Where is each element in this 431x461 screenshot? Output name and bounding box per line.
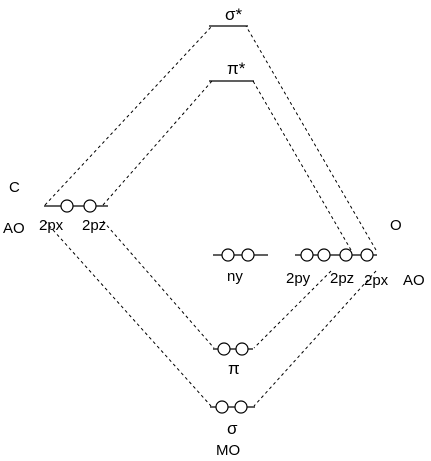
line-o-pi-star: [252, 80, 352, 251]
orbital-o-2px: [360, 248, 374, 262]
orbital-o-2py-b: [317, 248, 331, 262]
pi-star-label: π*: [227, 59, 246, 78]
line-o-sigma-star: [245, 25, 377, 251]
c-2px-label: 2px: [39, 217, 64, 234]
o-2pz-label: 2pz: [330, 270, 354, 287]
sigma-star-label: σ*: [225, 5, 242, 24]
o-2px-label: 2px: [364, 272, 389, 289]
orbital-pi-2: [235, 342, 249, 356]
carbon-atom-label: C: [9, 179, 20, 196]
line-c-sigma-star: [44, 25, 213, 206]
orbital-pi-1: [217, 342, 231, 356]
pi-level: π: [213, 342, 253, 378]
oxygen-atom-label: O: [390, 217, 402, 234]
carbon-ao-label: AO: [3, 220, 25, 237]
orbital-sigma-1: [215, 400, 229, 414]
oxygen-ao: O AO 2py 2pz 2px: [286, 217, 425, 289]
c-2pz-label: 2pz: [82, 217, 106, 234]
line-c-pi-star: [102, 80, 213, 206]
pi-star-level: π*: [209, 59, 254, 82]
orbital-ny-2: [241, 248, 255, 262]
line-c-pi: [102, 220, 215, 349]
sigma-level: σ MO: [210, 400, 255, 459]
orbital-o-2pz: [339, 248, 353, 262]
correlation-lines: [44, 25, 377, 407]
pi-label: π: [228, 359, 240, 378]
orbital-c-2pz: [83, 199, 97, 213]
nonbonding-label: ny: [227, 268, 243, 285]
o-2py-label: 2py: [286, 270, 311, 287]
orbital-sigma-2: [234, 400, 248, 414]
oxygen-ao-label: AO: [403, 272, 425, 289]
nonbonding-level: ny: [213, 248, 268, 285]
orbital-ny-1: [221, 248, 235, 262]
line-o-sigma: [253, 270, 377, 407]
sigma-label: σ: [227, 419, 238, 438]
sigma-star-level: σ*: [209, 5, 248, 27]
line-o-pi: [253, 270, 332, 349]
orbital-c-2px: [60, 199, 74, 213]
orbital-o-2py-a: [300, 248, 314, 262]
line-c-sigma: [44, 220, 212, 407]
carbon-ao: C AO 2px 2pz: [3, 179, 108, 237]
mo-label: MO: [216, 442, 240, 459]
